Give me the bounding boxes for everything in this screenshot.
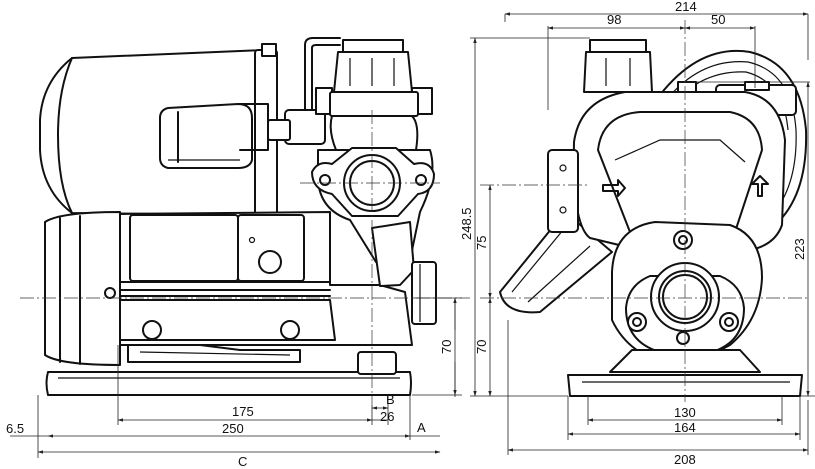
dim-c-label: C — [238, 454, 247, 469]
dim-223-label: 223 — [792, 238, 807, 260]
dim-26-label: 26 — [380, 409, 394, 424]
dim-70-front-label: 70 — [474, 340, 489, 354]
dim-offset-label: 6.5 — [6, 421, 24, 436]
check-valve-top — [329, 39, 419, 151]
front-volute — [611, 221, 763, 363]
front-dimension-labels: 214 98 50 248.5 75 70 223 130 164 208 — [459, 0, 807, 467]
dim-98-label: 98 — [607, 12, 621, 27]
front-base — [567, 349, 803, 397]
dim-175-label: 175 — [232, 404, 254, 419]
dim-208-label: 208 — [674, 452, 696, 467]
pressure-switch-cap — [159, 103, 269, 169]
front-dimensions — [470, 12, 815, 455]
dim-130-label: 130 — [674, 405, 696, 420]
dim-75-label: 75 — [474, 236, 489, 250]
base-plate — [45, 351, 412, 396]
dim-214-label: 214 — [675, 0, 697, 14]
dim-a-label: A — [417, 420, 426, 435]
dim-70-side-label: 70 — [439, 340, 454, 354]
pressure-tank — [39, 43, 278, 219]
dim-164-label: 164 — [674, 420, 696, 435]
side-view: 6.5 175 250 B 26 A C 70 — [6, 37, 470, 469]
dim-248-label: 248.5 — [459, 207, 474, 240]
dim-b-label: B — [386, 392, 395, 407]
dim-250-label: 250 — [222, 421, 244, 436]
front-view: 214 98 50 248.5 75 70 223 130 164 208 — [459, 0, 815, 467]
motor-body — [44, 211, 437, 366]
dim-50-label: 50 — [711, 12, 725, 27]
front-housing — [547, 91, 786, 251]
side-dimension-labels: 6.5 175 250 B 26 A C 70 — [6, 340, 454, 469]
side-dimensions — [10, 297, 462, 458]
